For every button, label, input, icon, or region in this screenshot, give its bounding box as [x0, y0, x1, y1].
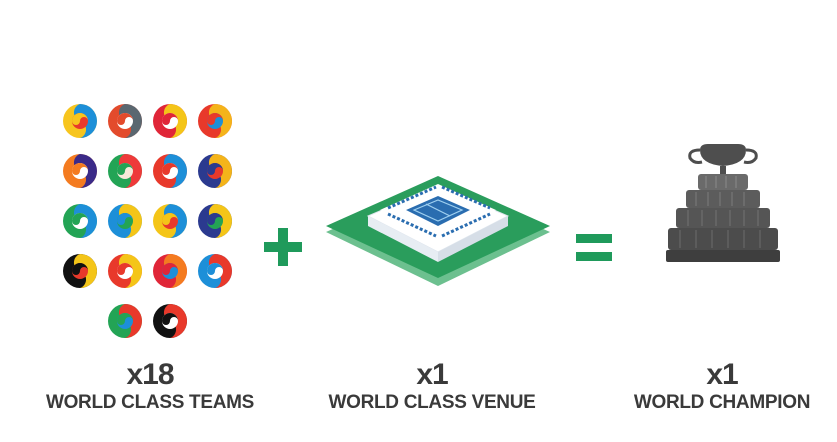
team-logo-5	[63, 154, 97, 188]
team-logo-13	[63, 254, 97, 288]
team-logo-10	[108, 204, 142, 238]
trophy-icon	[666, 144, 780, 262]
team-logo-11	[153, 204, 187, 238]
team-logo-3	[153, 104, 187, 138]
teams-count: x18	[126, 358, 174, 391]
teams-logo-grid	[52, 95, 247, 355]
team-logo-9	[63, 204, 97, 238]
venue-count: x1	[416, 358, 448, 391]
team-logo-14	[108, 254, 142, 288]
team-logo-16	[198, 254, 232, 288]
team-logo-18	[153, 304, 187, 338]
team-logo-8	[198, 154, 232, 188]
team-logo-17	[108, 304, 142, 338]
team-logo-1	[63, 104, 97, 138]
champion-label-group: x1 WORLD CHAMPION	[612, 360, 832, 414]
equals-icon	[576, 234, 612, 261]
team-logo-12	[198, 204, 232, 238]
team-logo-15	[153, 254, 187, 288]
venue-label-group: x1 WORLD CLASS VENUE	[312, 360, 552, 414]
teams-caption: WORLD CLASS TEAMS	[45, 392, 255, 413]
teams-label-group: x18 WORLD CLASS TEAMS	[30, 360, 270, 414]
team-logo-7	[153, 154, 187, 188]
team-logo-2	[108, 104, 142, 138]
stadium-icon	[326, 176, 550, 286]
champion-count: x1	[706, 358, 738, 391]
plus-icon	[264, 228, 302, 266]
team-logo-6	[108, 154, 142, 188]
team-logo-4	[198, 104, 232, 138]
champion-caption: WORLD CHAMPION	[633, 392, 811, 413]
venue-caption: WORLD CLASS VENUE	[328, 392, 536, 413]
